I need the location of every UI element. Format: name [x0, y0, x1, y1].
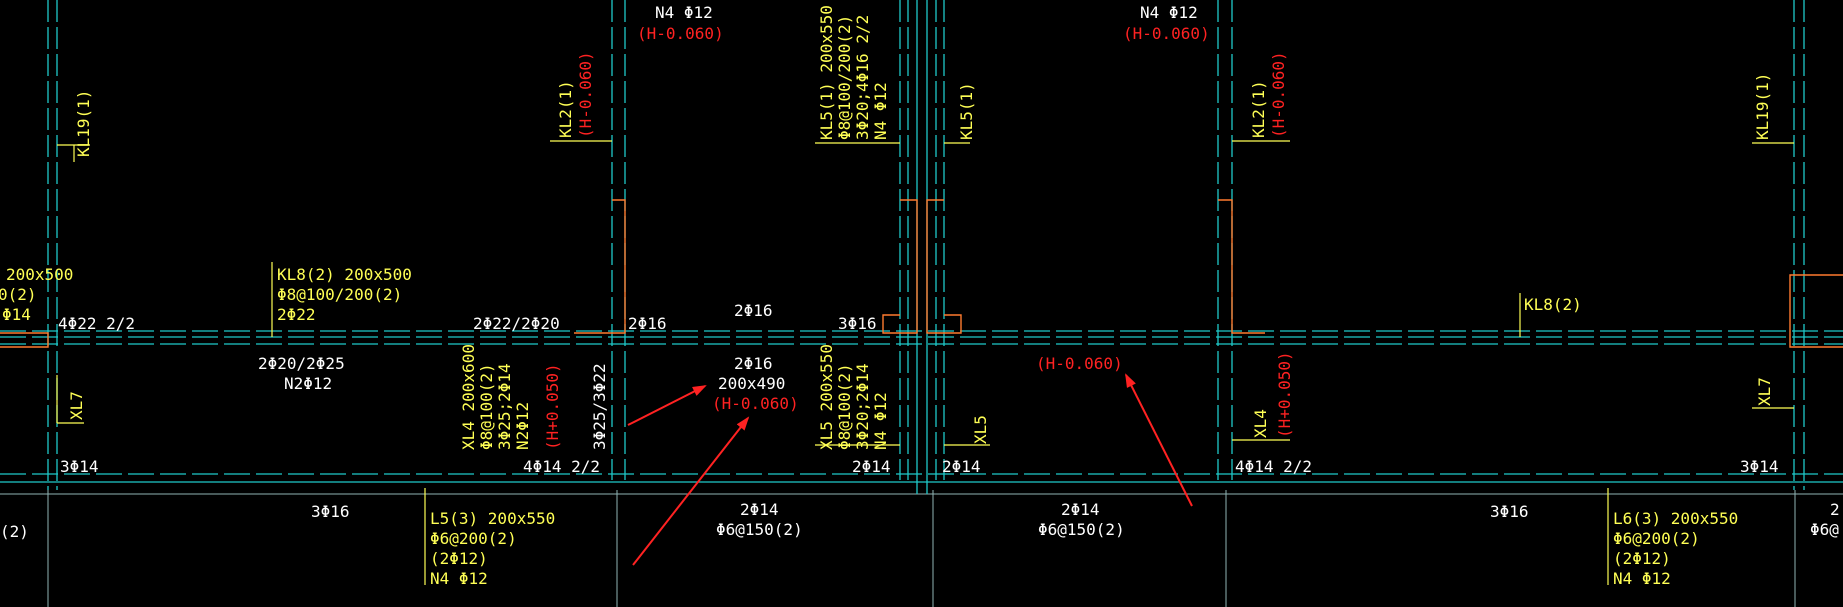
label-r-2phi14-b: 2Φ14	[942, 457, 981, 476]
axis-lines	[0, 490, 1843, 607]
label-edge-2: 0(2)	[0, 285, 37, 304]
label-kl5-block-2: Φ8@100/200(2)	[835, 15, 854, 140]
label-b-2phi14-r: 2Φ14	[1061, 500, 1100, 519]
label-b-phi6-l: Φ6@150(2)	[716, 520, 803, 539]
label-edge-right-2: Φ6@	[1810, 520, 1839, 539]
label-xl5-1: XL5 200x550	[817, 344, 836, 450]
column-3	[882, 199, 918, 334]
label-l5-4: N4 Φ12	[430, 569, 488, 588]
label-kl8-right: KL8(2)	[1524, 295, 1582, 314]
label-xl4-3: 3Φ25;2Φ14	[495, 363, 514, 450]
label-r-4phi22: 4Φ22 2/2	[58, 314, 135, 333]
label-r-3phi14-l: 3Φ14	[60, 457, 99, 476]
arrow-1	[627, 385, 707, 426]
label-l6-4: N4 Φ12	[1613, 569, 1671, 588]
label-r-3phi25-3phi22: 3Φ25/3Φ22	[590, 363, 609, 450]
label-xl5-4: N4 Φ12	[871, 392, 890, 450]
label-l6-1: L6(3) 200x550	[1613, 509, 1738, 528]
label-kl2-left: KL2(1)	[556, 80, 575, 138]
label-l5-1: L5(3) 200x550	[430, 509, 555, 528]
label-r-3phi16-br: 3Φ16	[1490, 502, 1529, 521]
annotation-arrows	[627, 373, 1193, 566]
label-kl2-right-h: (H-0.060)	[1269, 51, 1288, 138]
label-kl19-right: KL19(1)	[1753, 73, 1772, 140]
label-l6-2: Φ6@200(2)	[1613, 529, 1700, 548]
label-l6-3: (2Φ12)	[1613, 549, 1671, 568]
label-r-3phi16-top: 3Φ16	[838, 314, 877, 333]
label-r-2phi14-a: 2Φ14	[852, 457, 891, 476]
label-xl4-2: Φ8@100(2)	[477, 363, 496, 450]
label-edge-1: 200x500	[6, 265, 73, 284]
column-6	[1789, 274, 1843, 348]
label-xl4-h: (H+0.050)	[543, 363, 562, 450]
label-xl4-right: XL4	[1251, 409, 1270, 438]
label-r-2phi16-b: 2Φ16	[734, 301, 773, 320]
label-xl4-1: XL4 200x600	[459, 344, 478, 450]
label-r-2phi22-2phi20: 2Φ22/2Φ20	[473, 314, 560, 333]
label-r-2phi16-a: 2Φ16	[628, 314, 667, 333]
column-5	[1218, 199, 1265, 334]
label-xl4-4: N2Φ12	[513, 402, 532, 450]
label-xl7-left: XL7	[67, 391, 86, 420]
label-r-2phi20-2phi25: 2Φ20/2Φ25	[258, 354, 345, 373]
leader-lines	[56, 140, 1794, 585]
label-kl8-3: 2Φ22	[277, 305, 316, 324]
label-h-center: (H-0.060)	[712, 394, 799, 413]
label-l5-3: (2Φ12)	[430, 549, 488, 568]
label-kl2-left-h: (H-0.060)	[576, 51, 595, 138]
label-r-3phi16-bl: 3Φ16	[311, 502, 350, 521]
label-edge-bottom-left: (2)	[0, 522, 29, 541]
label-edge-right-1: 2	[1830, 500, 1840, 519]
label-kl2-right: KL2(1)	[1249, 80, 1268, 138]
label-edge-3: Φ14	[2, 305, 31, 324]
column-lines	[0, 199, 1843, 348]
label-kl8-1: KL8(2) 200x500	[277, 265, 412, 284]
label-kl5-block-3: 3Φ20;4Φ16 2/2	[853, 15, 872, 140]
label-r-4phi14-l: 4Φ14 2/2	[523, 457, 600, 476]
label-size-200x490: 200x490	[718, 374, 785, 393]
label-xl5-3: 3Φ20;2Φ14	[853, 363, 872, 450]
label-r-3phi14-r: 3Φ14	[1740, 457, 1779, 476]
label-b-phi6-r: Φ6@150(2)	[1038, 520, 1125, 539]
label-n4-right: N4 Φ12	[1140, 3, 1198, 22]
label-kl8-2: Φ8@100/200(2)	[277, 285, 402, 304]
label-xl5-2: Φ8@100(2)	[835, 363, 854, 450]
label-kl5-block-4: N4 Φ12	[871, 82, 890, 140]
label-r-n2phi12: N2Φ12	[284, 374, 332, 393]
label-r-2phi16-c: 2Φ16	[734, 354, 773, 373]
label-h-right-center: (H-0.060)	[1036, 354, 1123, 373]
column-2	[574, 199, 626, 334]
arrow-2	[632, 416, 750, 566]
column-1	[0, 332, 49, 348]
column-4	[926, 199, 962, 334]
label-kl5-block-1: KL5(1) 200x550	[817, 5, 836, 140]
label-r-4phi14-r: 4Φ14 2/2	[1235, 457, 1312, 476]
label-xl7-right: XL7	[1755, 377, 1774, 406]
label-xl4-right-h: (H+0.050)	[1275, 351, 1294, 438]
label-h-top-left: (H-0.060)	[637, 24, 724, 43]
label-n4-left: N4 Φ12	[655, 3, 713, 22]
label-xl5-mid: XL5	[971, 415, 990, 444]
label-b-2phi14-l: 2Φ14	[740, 500, 779, 519]
label-l5-2: Φ6@200(2)	[430, 529, 517, 548]
label-h-top-right: (H-0.060)	[1123, 24, 1210, 43]
label-kl19-left: KL19(1)	[74, 90, 93, 157]
arrow-3	[1125, 373, 1193, 507]
label-kl5-mid: KL5(1)	[957, 82, 976, 140]
